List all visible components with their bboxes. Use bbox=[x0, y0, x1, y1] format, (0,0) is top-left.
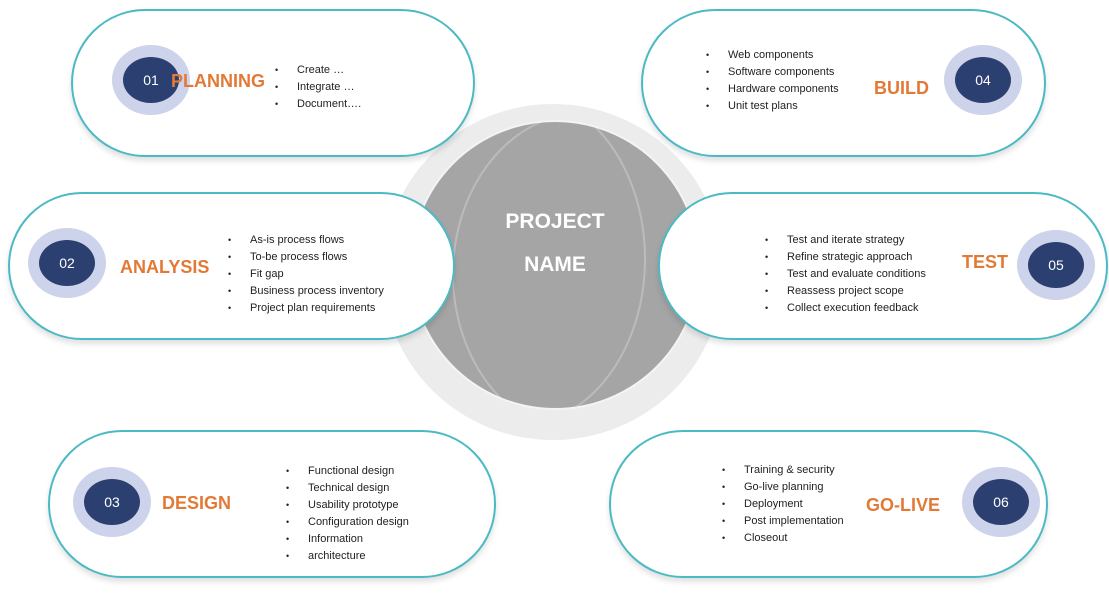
phase-item: Web components bbox=[706, 47, 839, 64]
phase-badge: 03 bbox=[73, 467, 151, 537]
phase-item: Technical design bbox=[286, 480, 409, 497]
phase-items: Functional designTechnical designUsabili… bbox=[286, 463, 409, 565]
phase-title: DESIGN bbox=[162, 493, 232, 513]
phase-title: BUILD bbox=[874, 78, 929, 98]
phase-item: architecture bbox=[286, 548, 409, 565]
phase-number: 05 bbox=[1028, 242, 1084, 288]
phase-item: As-is process flows bbox=[228, 232, 384, 249]
phase-item: Unit test plans bbox=[706, 98, 839, 115]
phase-title: PLANNING bbox=[171, 71, 265, 91]
phase-item: Test and evaluate conditions bbox=[765, 266, 926, 283]
phase-items: As-is process flowsTo-be process flowsFi… bbox=[228, 232, 384, 317]
phase-items: Web componentsSoftware componentsHardwar… bbox=[706, 47, 839, 115]
phase-card-analysis: 02 ANALYSIS As-is process flowsTo-be pro… bbox=[8, 192, 455, 340]
phase-title: TEST bbox=[962, 252, 1009, 272]
phase-item: Fit gap bbox=[228, 266, 384, 283]
phase-number: 01 bbox=[123, 57, 179, 103]
project-name-line2: NAME bbox=[524, 253, 586, 276]
phase-item: Information bbox=[286, 531, 409, 548]
phase-item: Configuration design bbox=[286, 514, 409, 531]
phase-badge: 01 bbox=[112, 45, 190, 115]
phase-item: Reassess project scope bbox=[765, 283, 926, 300]
phase-item: Test and iterate strategy bbox=[765, 232, 926, 249]
project-hub: PROJECT NAME bbox=[410, 120, 700, 410]
phase-item: Collect execution feedback bbox=[765, 300, 926, 317]
phase-card-test: 05 TEST Test and iterate strategyRefine … bbox=[658, 192, 1108, 340]
phase-title: ANALYSIS bbox=[120, 257, 210, 277]
phase-item: Business process inventory bbox=[228, 283, 384, 300]
phase-item: Refine strategic approach bbox=[765, 249, 926, 266]
phase-item: Deployment bbox=[722, 496, 844, 513]
phase-item: Create … bbox=[275, 62, 361, 79]
phase-badge: 02 bbox=[28, 228, 106, 298]
phase-item: Software components bbox=[706, 64, 839, 81]
phase-item: Functional design bbox=[286, 463, 409, 480]
phase-item: To-be process flows bbox=[228, 249, 384, 266]
phase-item: Project plan requirements bbox=[228, 300, 384, 317]
phase-items: Test and iterate strategyRefine strategi… bbox=[765, 232, 926, 317]
phase-number: 04 bbox=[955, 57, 1011, 103]
phase-number: 03 bbox=[84, 479, 140, 525]
phase-card-build: 04 BUILD Web componentsSoftware componen… bbox=[641, 9, 1046, 157]
phase-number: 06 bbox=[973, 479, 1029, 525]
phase-item: Hardware components bbox=[706, 81, 839, 98]
phase-card-planning: 01 PLANNING Create …Integrate …Document…… bbox=[71, 9, 475, 157]
phase-item: Closeout bbox=[722, 530, 844, 547]
phase-item: Document…. bbox=[275, 96, 361, 113]
phase-item: Usability prototype bbox=[286, 497, 409, 514]
phase-badge: 06 bbox=[962, 467, 1040, 537]
phase-item: Post implementation bbox=[722, 513, 844, 530]
phase-badge: 05 bbox=[1017, 230, 1095, 300]
project-name-line1: PROJECT bbox=[505, 210, 605, 233]
phase-item: Training & security bbox=[722, 462, 844, 479]
phase-item: Go-live planning bbox=[722, 479, 844, 496]
phase-item: Integrate … bbox=[275, 79, 361, 96]
phase-badge: 04 bbox=[944, 45, 1022, 115]
phase-card-design: 03 DESIGN Functional designTechnical des… bbox=[48, 430, 496, 578]
phase-items: Training & securityGo-live planningDeplo… bbox=[722, 462, 844, 547]
phase-number: 02 bbox=[39, 240, 95, 286]
phase-title: GO-LIVE bbox=[866, 495, 941, 515]
phase-items: Create …Integrate …Document…. bbox=[275, 62, 361, 113]
phase-card-go-live: 06 GO-LIVE Training & securityGo-live pl… bbox=[609, 430, 1048, 578]
